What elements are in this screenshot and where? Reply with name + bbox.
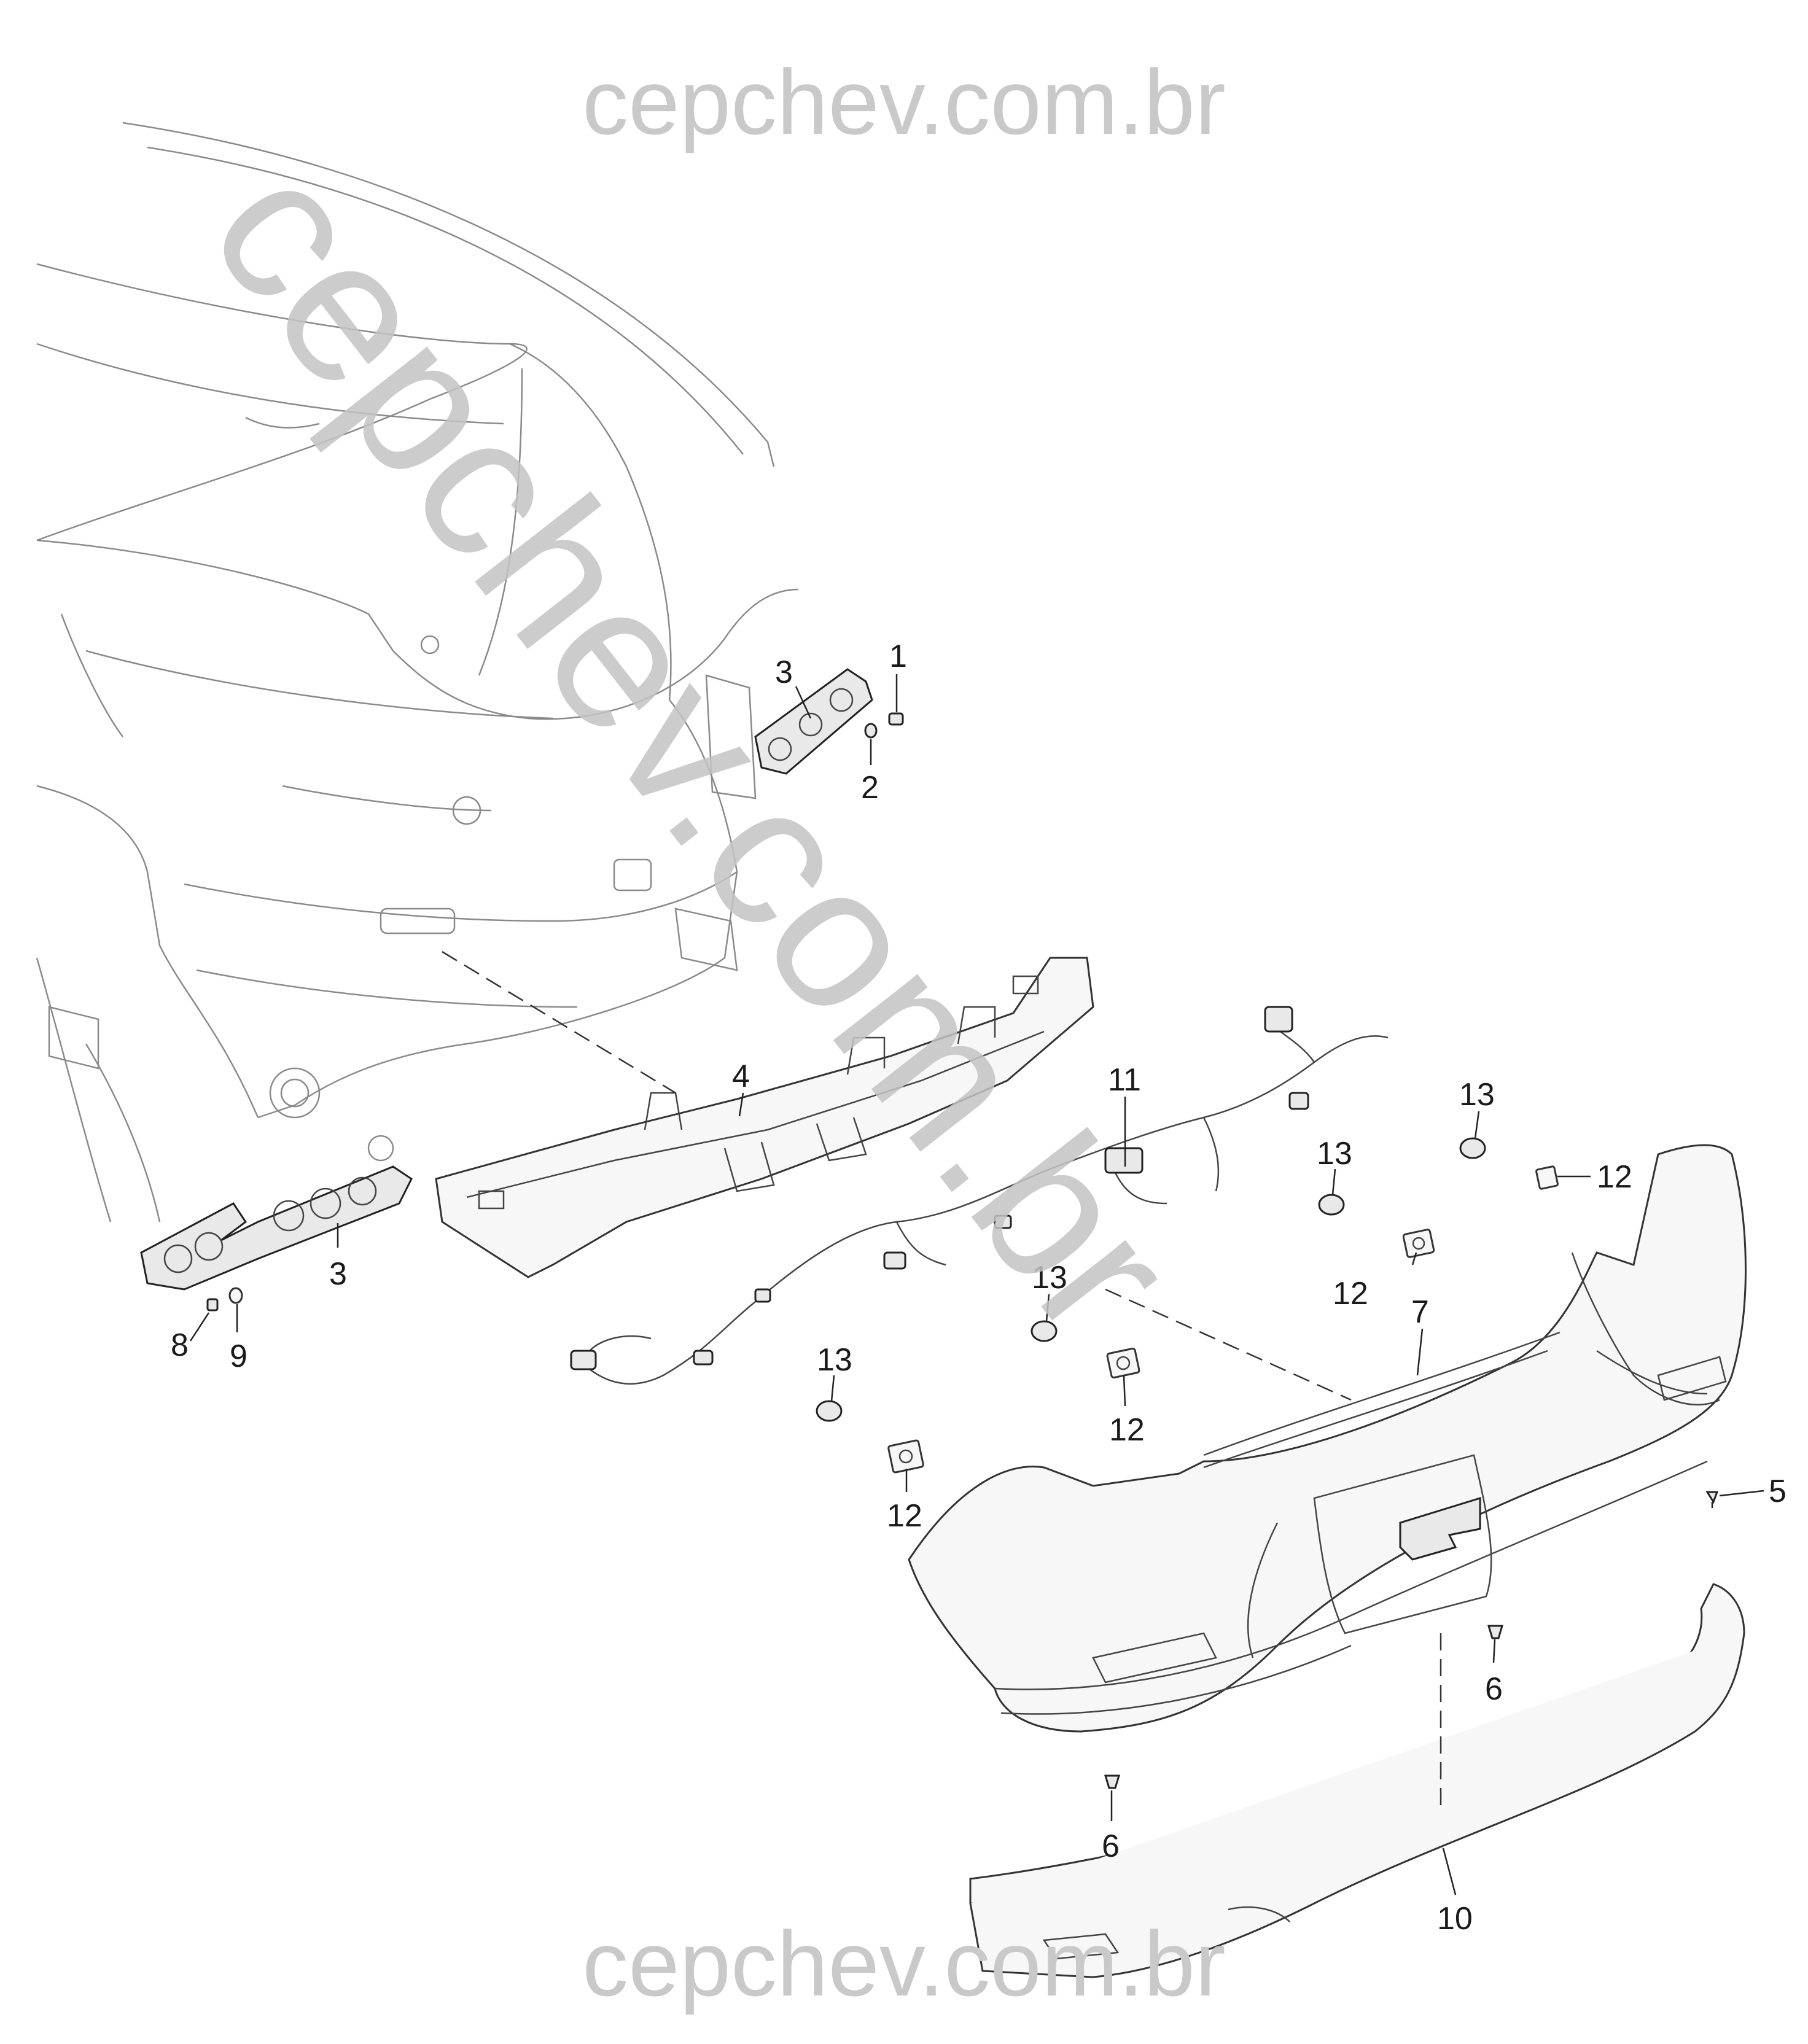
nut-part-2	[864, 723, 878, 739]
callout-13-mid-right: 13	[1317, 1136, 1352, 1172]
callout-4: 4	[732, 1059, 750, 1094]
watermark-bottom: cepchev.com.br	[582, 1912, 1226, 2015]
leader-dashed-7	[1105, 1288, 1352, 1401]
car-body-outline	[36, 122, 799, 1222]
leader-lines	[189, 674, 1764, 1895]
sensor-bracket-part-12-c	[1402, 1229, 1435, 1258]
callout-labels: 1 2 3 3 4 5 6 6 7 8 9 10 11 12 12 12 12 …	[171, 639, 1787, 1937]
sensor-bracket-part-12-b	[1106, 1347, 1140, 1379]
wiring-harness-part-11	[570, 1006, 1389, 1385]
callout-13-left: 13	[817, 1342, 852, 1378]
nut-part-8	[206, 1298, 219, 1312]
bracket-lower-part-3	[140, 1165, 413, 1291]
callout-12-mid: 12	[1109, 1412, 1145, 1448]
lower-diffuser-part-10	[969, 1583, 1745, 1978]
callout-7: 7	[1411, 1294, 1429, 1330]
fastener-part-6-a	[1487, 1625, 1504, 1639]
callout-12-right: 12	[1597, 1159, 1632, 1195]
bracket-upper-part-3	[754, 668, 873, 775]
parking-sensor-part-13-c	[1318, 1194, 1345, 1216]
washer-part-9	[228, 1287, 243, 1304]
callout-8: 8	[171, 1327, 189, 1363]
watermark-top: cepchev.com.br	[582, 50, 1226, 153]
clip-part-1	[888, 712, 904, 726]
callout-3-lower: 3	[329, 1256, 347, 1292]
callout-12-left: 12	[887, 1498, 922, 1534]
callout-3-upper: 3	[775, 655, 793, 690]
fastener-part-6-b	[1104, 1774, 1121, 1789]
callout-10: 10	[1437, 1901, 1473, 1937]
callout-6-right: 6	[1485, 1671, 1503, 1707]
parking-sensor-part-13-a	[816, 1400, 843, 1422]
bumper-reinforcement-part-4	[435, 957, 1094, 1278]
callout-5: 5	[1769, 1474, 1787, 1509]
callout-6-left: 6	[1102, 1828, 1120, 1864]
callout-11: 11	[1108, 1062, 1141, 1098]
fastener-part-5	[1705, 1491, 1719, 1508]
sensor-bracket-part-12-d	[1535, 1165, 1559, 1190]
callout-2: 2	[861, 770, 879, 806]
callout-9: 9	[230, 1339, 247, 1374]
callout-1: 1	[889, 639, 907, 674]
callout-12-mid-right: 12	[1333, 1276, 1368, 1312]
leader-dashed-4	[442, 950, 676, 1094]
parking-sensor-part-13-b	[1031, 1320, 1058, 1342]
sensor-bracket-part-12-a	[887, 1439, 924, 1474]
parking-sensor-part-13-d	[1459, 1137, 1486, 1159]
callout-13-mid: 13	[1032, 1260, 1067, 1296]
bumper-fascia-part-7	[908, 1144, 1747, 1733]
callout-13-right: 13	[1459, 1077, 1495, 1113]
